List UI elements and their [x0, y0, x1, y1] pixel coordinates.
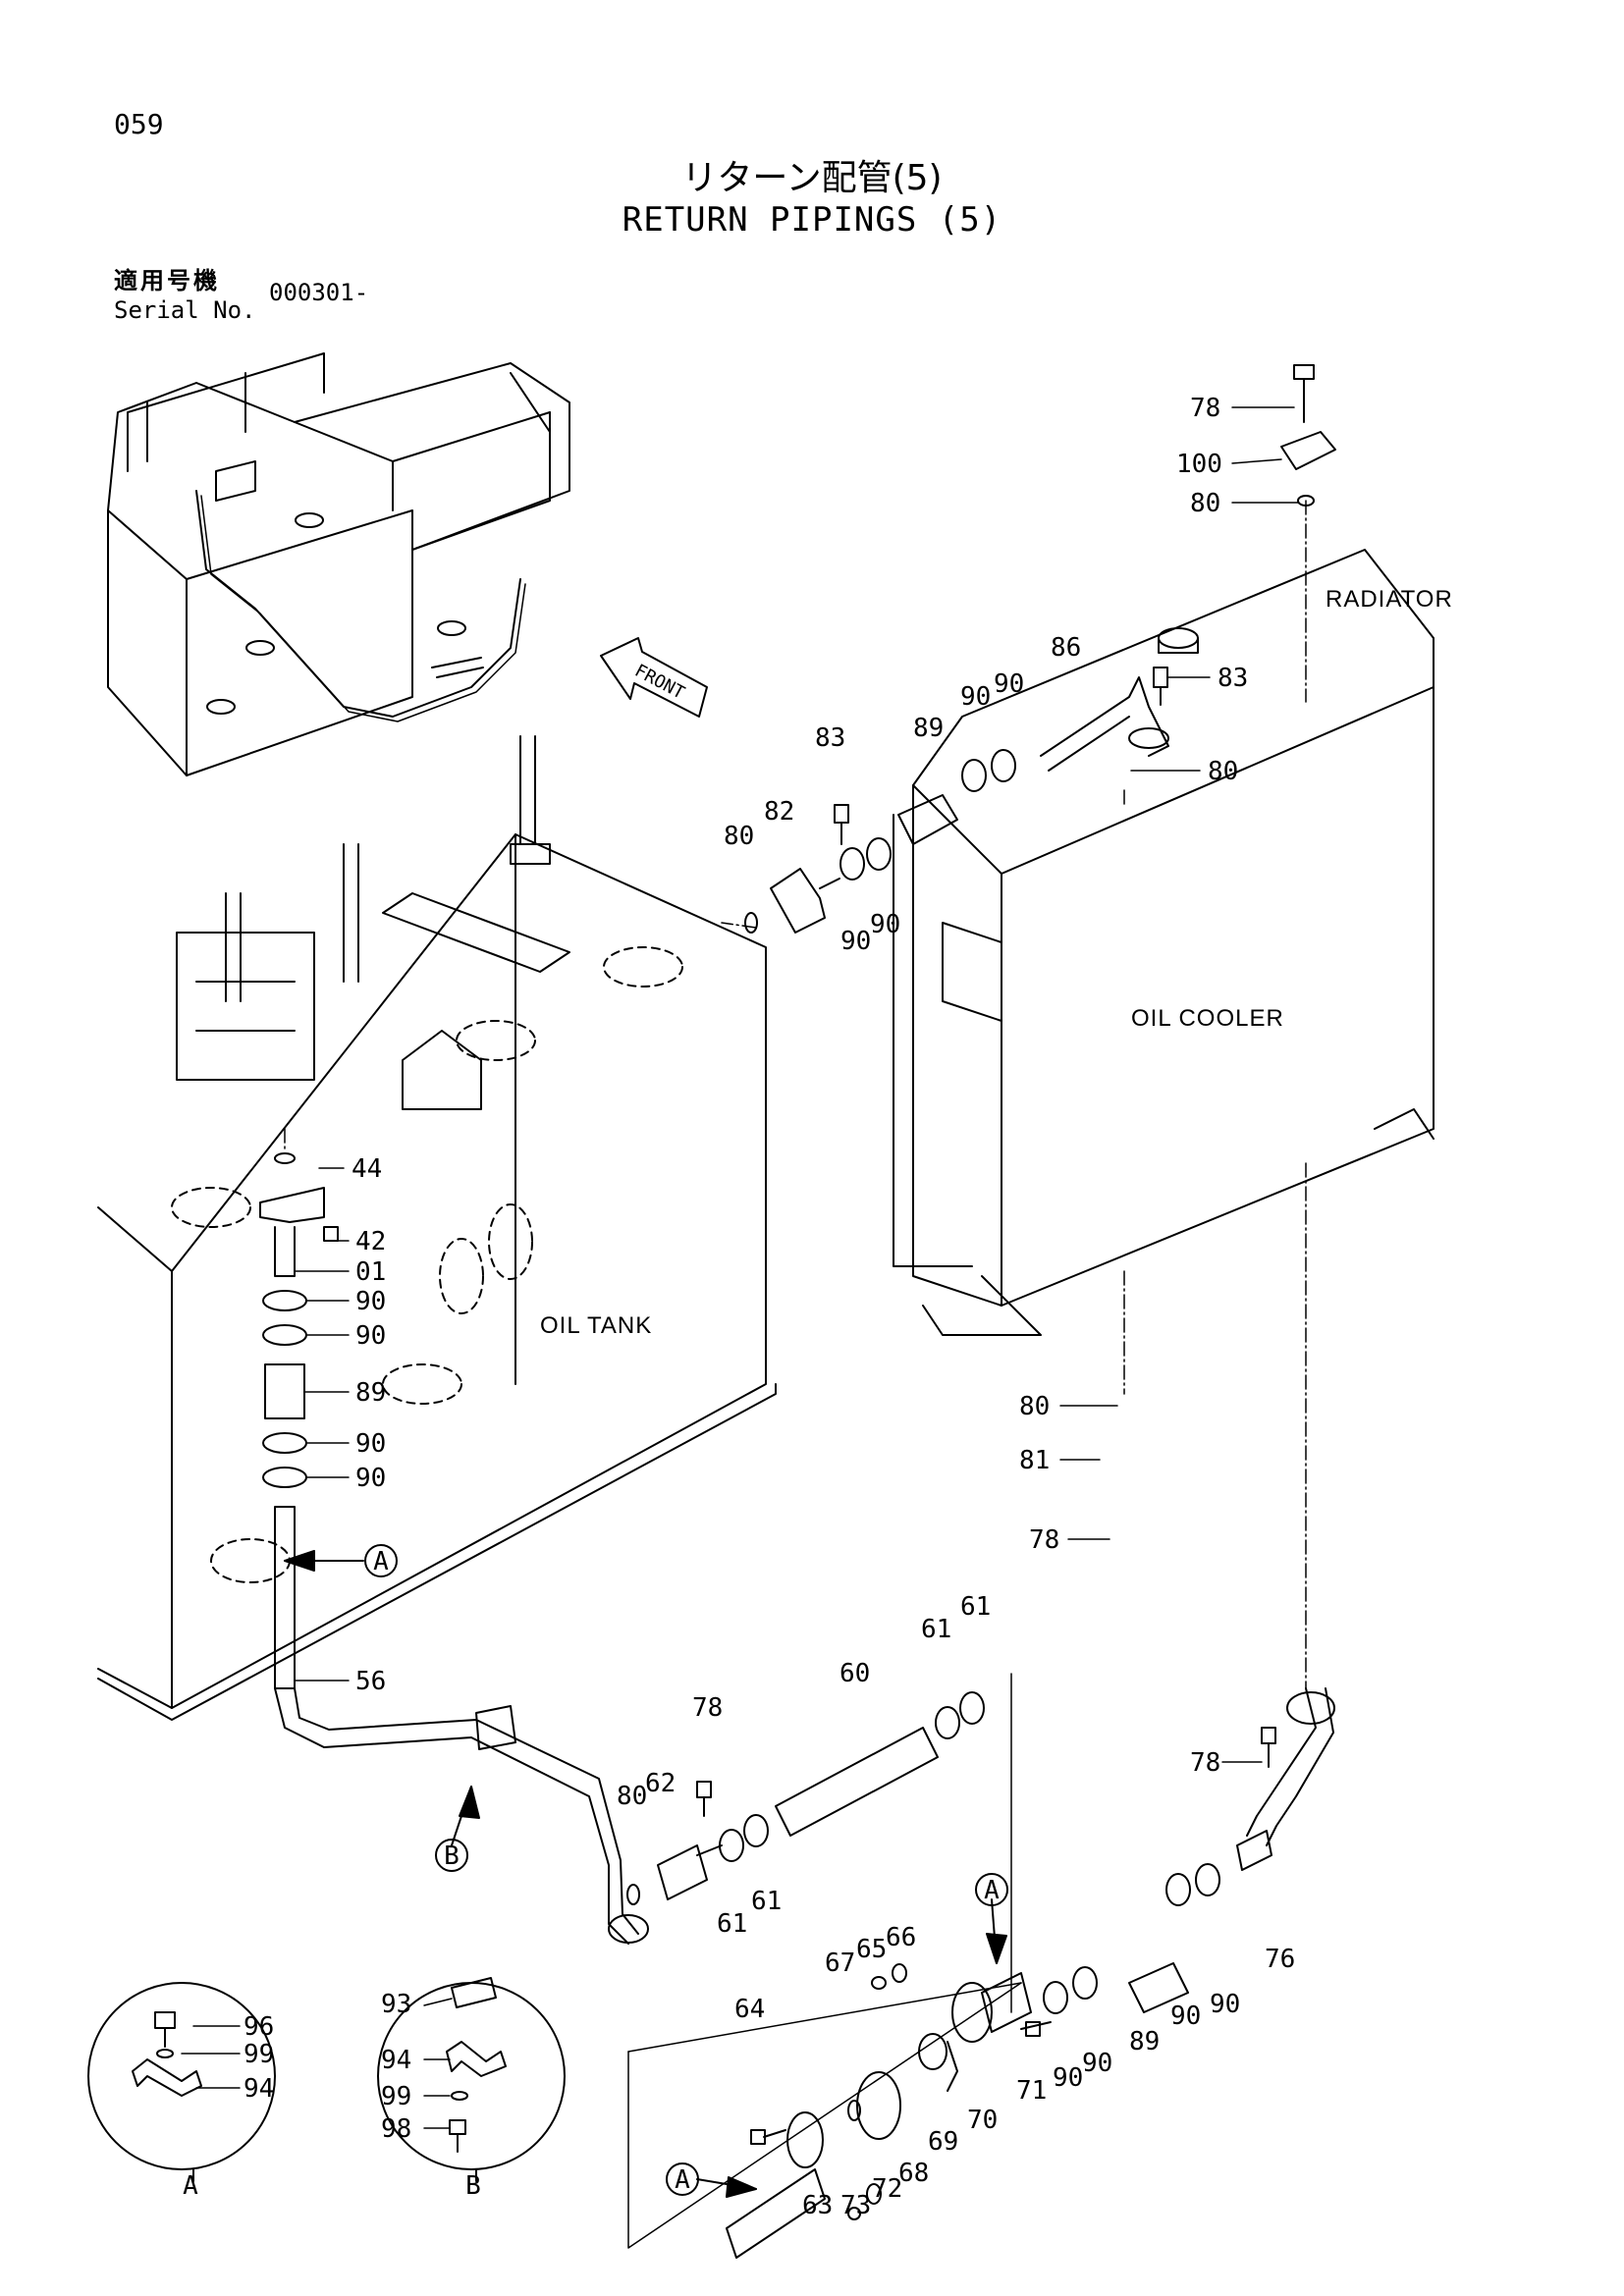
detail-view-a: A — [87, 1982, 276, 2201]
callout-90: 90 — [840, 927, 871, 956]
callout-62: 62 — [645, 1769, 676, 1798]
callout-94: 94 — [244, 2074, 274, 2104]
parts-hose-cluster — [626, 1673, 1012, 2013]
callout-61: 61 — [717, 1909, 747, 1939]
page-number: 059 — [114, 108, 164, 140]
callout-76: 76 — [1265, 1945, 1295, 1974]
oil-cooler-radiator-drawing — [893, 549, 1435, 1336]
arrow-tag-a-oil-tank: A — [373, 1547, 389, 1576]
callout-83: 83 — [815, 723, 845, 753]
callout-01: 01 — [355, 1257, 386, 1287]
callout-90: 90 — [355, 1287, 386, 1316]
callout-78: 78 — [1029, 1525, 1059, 1555]
arrow-tag-a-bottom: A — [675, 2165, 690, 2195]
page-title-english: RETURN PIPINGS (5) — [622, 200, 1002, 240]
callout-93: 93 — [381, 1990, 411, 2019]
callout-80: 80 — [1208, 757, 1238, 786]
arrow-tags: A B A A — [284, 1544, 1008, 2198]
callout-83: 83 — [1218, 664, 1248, 693]
callout-90: 90 — [355, 1321, 386, 1351]
oil-tank-label: OIL TANK — [540, 1312, 652, 1339]
callout-78: 78 — [1190, 1748, 1220, 1778]
callout-82: 82 — [764, 797, 794, 827]
callout-90: 90 — [355, 1464, 386, 1493]
page-title-japanese: リターン配管(5) — [681, 158, 943, 198]
callout-63: 63 — [802, 2191, 833, 2220]
arrow-tag-a-flange: A — [984, 1876, 1000, 1905]
radiator-label: RADIATOR — [1326, 586, 1453, 613]
oil-cooler-label: OIL COOLER — [1131, 1005, 1284, 1032]
callout-71: 71 — [1016, 2076, 1047, 2106]
callout-72: 72 — [872, 2174, 902, 2204]
callout-61: 61 — [921, 1615, 951, 1644]
callout-80: 80 — [1019, 1392, 1050, 1421]
callout-56: 56 — [355, 1667, 386, 1696]
return-pipe-56 — [274, 1687, 649, 1945]
callout-89: 89 — [1129, 2027, 1160, 2056]
callout-61: 61 — [960, 1592, 991, 1622]
parts-top-cluster — [744, 364, 1336, 934]
machine-overview-drawing — [107, 352, 570, 776]
callout-60: 60 — [839, 1659, 870, 1688]
leader-lines — [284, 500, 1307, 1689]
callout-78: 78 — [1190, 394, 1220, 423]
callout-99: 99 — [244, 2040, 274, 2069]
callout-80: 80 — [617, 1782, 647, 1811]
detail-view-b: B — [377, 1977, 566, 2201]
return-pipe-76 — [1236, 1687, 1335, 1871]
callout-69: 69 — [928, 2127, 958, 2157]
front-direction-arrow: FRONT — [600, 637, 708, 718]
callout-78: 78 — [692, 1693, 723, 1723]
oil-tank-drawing — [97, 735, 777, 1721]
detail-view-a-label: A — [183, 2171, 198, 2201]
callout-42: 42 — [355, 1227, 386, 1256]
callout-leaders — [181, 406, 1299, 2129]
callout-90: 90 — [1053, 2063, 1083, 2093]
callout-94: 94 — [381, 2046, 411, 2075]
callout-89: 89 — [913, 714, 944, 743]
callout-90: 90 — [1082, 2049, 1112, 2078]
callout-90: 90 — [1170, 2002, 1201, 2031]
callout-99: 99 — [381, 2082, 411, 2111]
arrow-tag-b-pipe: B — [444, 1842, 460, 1871]
callout-98: 98 — [381, 2114, 411, 2144]
callout-61: 61 — [751, 1887, 782, 1916]
callout-90: 90 — [1210, 1990, 1240, 2019]
callout-80: 80 — [1190, 489, 1220, 518]
callout-68: 68 — [898, 2159, 929, 2188]
callout-81: 81 — [1019, 1446, 1050, 1475]
callout-44: 44 — [352, 1154, 382, 1184]
callout-86: 86 — [1051, 633, 1081, 663]
callout-73: 73 — [840, 2191, 871, 2220]
callout-89: 89 — [355, 1378, 386, 1408]
callout-80: 80 — [724, 822, 754, 851]
callout-65: 65 — [856, 1935, 887, 1964]
callout-96: 96 — [244, 2012, 274, 2042]
serial-label-english: Serial No. — [114, 296, 256, 324]
callout-90: 90 — [994, 669, 1024, 699]
callout-90: 90 — [960, 682, 991, 712]
part-callouts: 78 100 80 86 83 90 90 89 80 83 82 80 90 … — [244, 394, 1295, 2220]
callout-64: 64 — [734, 1995, 765, 2024]
callout-100: 100 — [1176, 450, 1222, 479]
callout-70: 70 — [967, 2106, 998, 2135]
serial-number-value: 000301- — [269, 279, 369, 306]
callout-90: 90 — [355, 1429, 386, 1459]
parts-vertical-stack — [259, 1152, 339, 1689]
detail-view-b-label: B — [465, 2171, 481, 2201]
callout-66: 66 — [886, 1923, 916, 1952]
callout-67: 67 — [825, 1949, 855, 1978]
callout-90: 90 — [870, 910, 900, 939]
parts-bottom-cluster — [627, 1863, 1220, 2259]
serial-label-japanese: 適用号機 — [114, 267, 220, 294]
